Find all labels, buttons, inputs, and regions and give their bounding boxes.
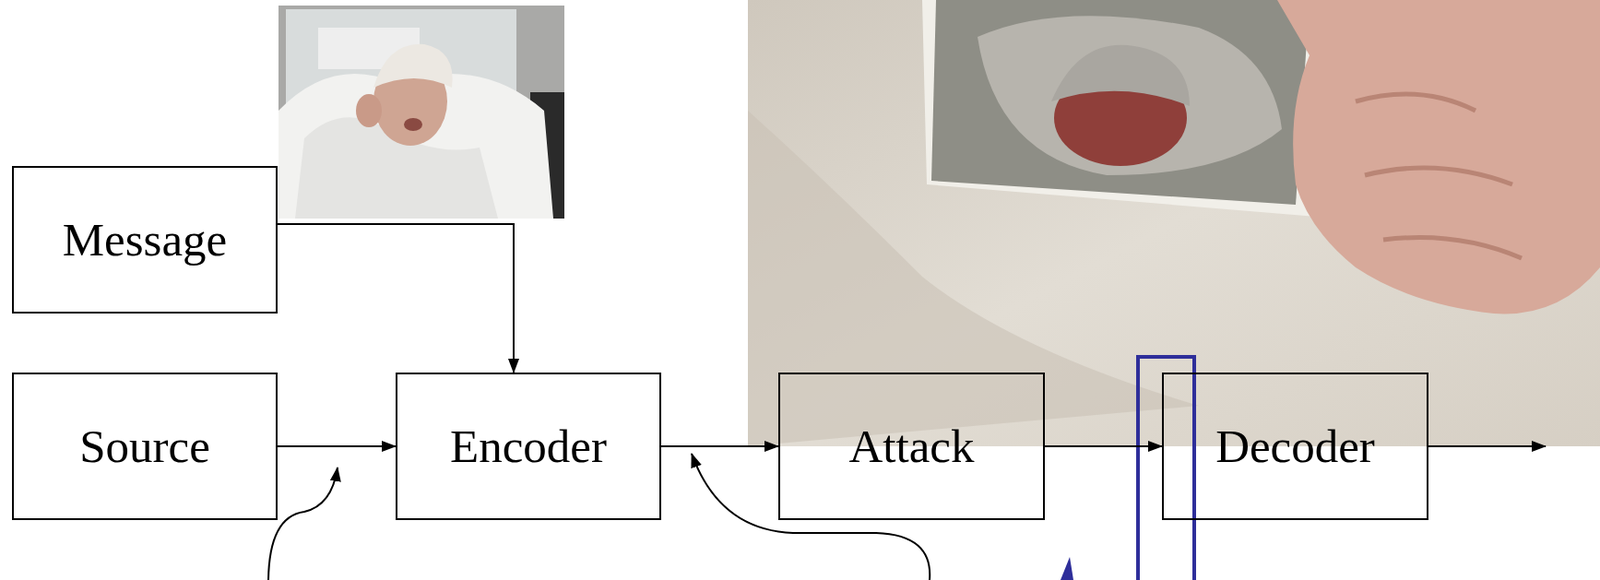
flow-arrow [277,224,514,373]
message-box: Message [11,165,278,314]
flow-arrow [1044,445,1162,448]
flow-arrow [277,445,396,448]
box-label: Decoder [1215,420,1375,473]
highlight-rect [1137,356,1195,580]
curved-pointer [268,467,338,580]
baby-hand [355,94,382,128]
encoder-box: Encoder [395,372,662,521]
box-label: Encoder [450,420,607,473]
attack-box: Attack [778,372,1045,521]
print-hat [1051,45,1190,107]
hand [1277,0,1600,314]
output-arrow [1428,445,1546,448]
box-label: Source [79,420,211,473]
source-box: Source [11,372,278,521]
curved-pointer [691,453,930,580]
baby-photo [278,5,565,219]
blue-wedge [1060,557,1074,580]
print-border [922,0,1340,218]
photo-ground [747,0,1600,447]
print-image [931,0,1310,205]
photo-ground [278,5,565,219]
box-label: Attack [849,420,975,473]
print-blanket [977,15,1282,176]
box-label: Message [62,213,227,266]
flow-arrow [661,445,779,448]
baby-hat [373,44,453,88]
attacked-photo [747,0,1600,447]
finger-creases [1355,94,1522,259]
baby-mouth [403,118,423,131]
decoder-box: Decoder [1161,372,1429,521]
